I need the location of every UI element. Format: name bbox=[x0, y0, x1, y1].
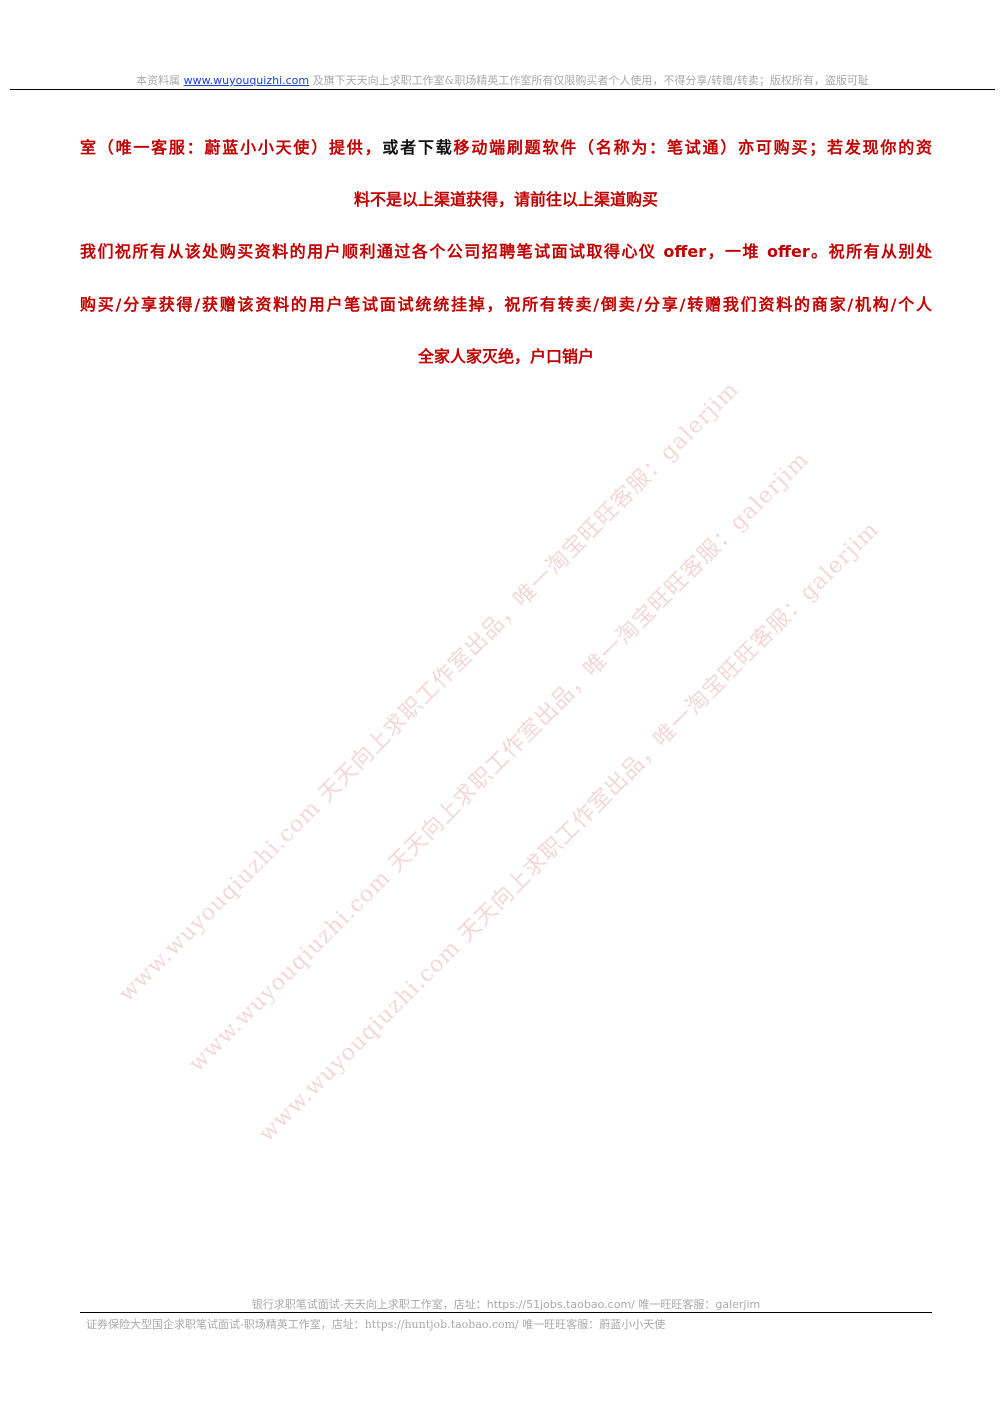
watermark-text: www.wuyouqiuzhi.com 天天向上求职工作室出品，唯一淘宝旺旺客服… bbox=[114, 377, 745, 1007]
notice-line-1-part-b: 或者下载 bbox=[382, 138, 454, 157]
notice-line-1-part-c: 移动端刷题软件（名称为：笔试通）亦可购买；若发现你的资 bbox=[453, 138, 932, 157]
notice-line-4: 购买/分享获得/获赠该资料的用户笔试面试统统挂掉，祝所有转卖/倒卖/分享/转赠我… bbox=[80, 295, 932, 314]
footer-line-2: 证券保险大型国企求职笔试面试-职场精英工作室，店址：https://huntjo… bbox=[86, 1318, 666, 1331]
header-prefix: 本资料属 bbox=[136, 74, 181, 87]
header-divider bbox=[10, 89, 995, 90]
header-suffix: 及旗下天天向上求职工作室&职场精英工作室所有仅限购买者个人使用，不得分享/转赠/… bbox=[312, 74, 869, 87]
watermark-text: www.wuyouqiuzhi.com 天天向上求职工作室出品，唯一淘宝旺旺客服… bbox=[184, 447, 815, 1077]
notice-line-1-part-a: 室（唯一客服：蔚蓝小小天使）提供， bbox=[80, 138, 383, 157]
footer-line-1: 银行求职笔试面试-天天向上求职工作室，店址：https://51jobs.tao… bbox=[251, 1298, 761, 1311]
notice-line-1: 室（唯一客服：蔚蓝小小天使）提供，或者下载移动端刷题软件（名称为：笔试通）亦可购… bbox=[80, 137, 932, 159]
footer-divider bbox=[80, 1312, 932, 1313]
notice-line-3: 我们祝所有从该处购买资料的用户顺利通过各个公司招聘笔试面试取得心仪 offer，… bbox=[80, 242, 932, 261]
page-header: 本资料属 www.wuyouquizhi.com 及旗下天天向上求职工作室&职场… bbox=[10, 72, 995, 88]
watermark-text: www.wuyouqiuzhi.com 天天向上求职工作室出品，唯一淘宝旺旺客服… bbox=[254, 517, 885, 1147]
notice-line-5: 全家人家灭绝，户口销户 bbox=[417, 347, 594, 366]
header-link[interactable]: www.wuyouquizhi.com bbox=[183, 74, 310, 87]
notice-line-2: 料不是以上渠道获得，请前往以上渠道购买 bbox=[353, 190, 658, 209]
